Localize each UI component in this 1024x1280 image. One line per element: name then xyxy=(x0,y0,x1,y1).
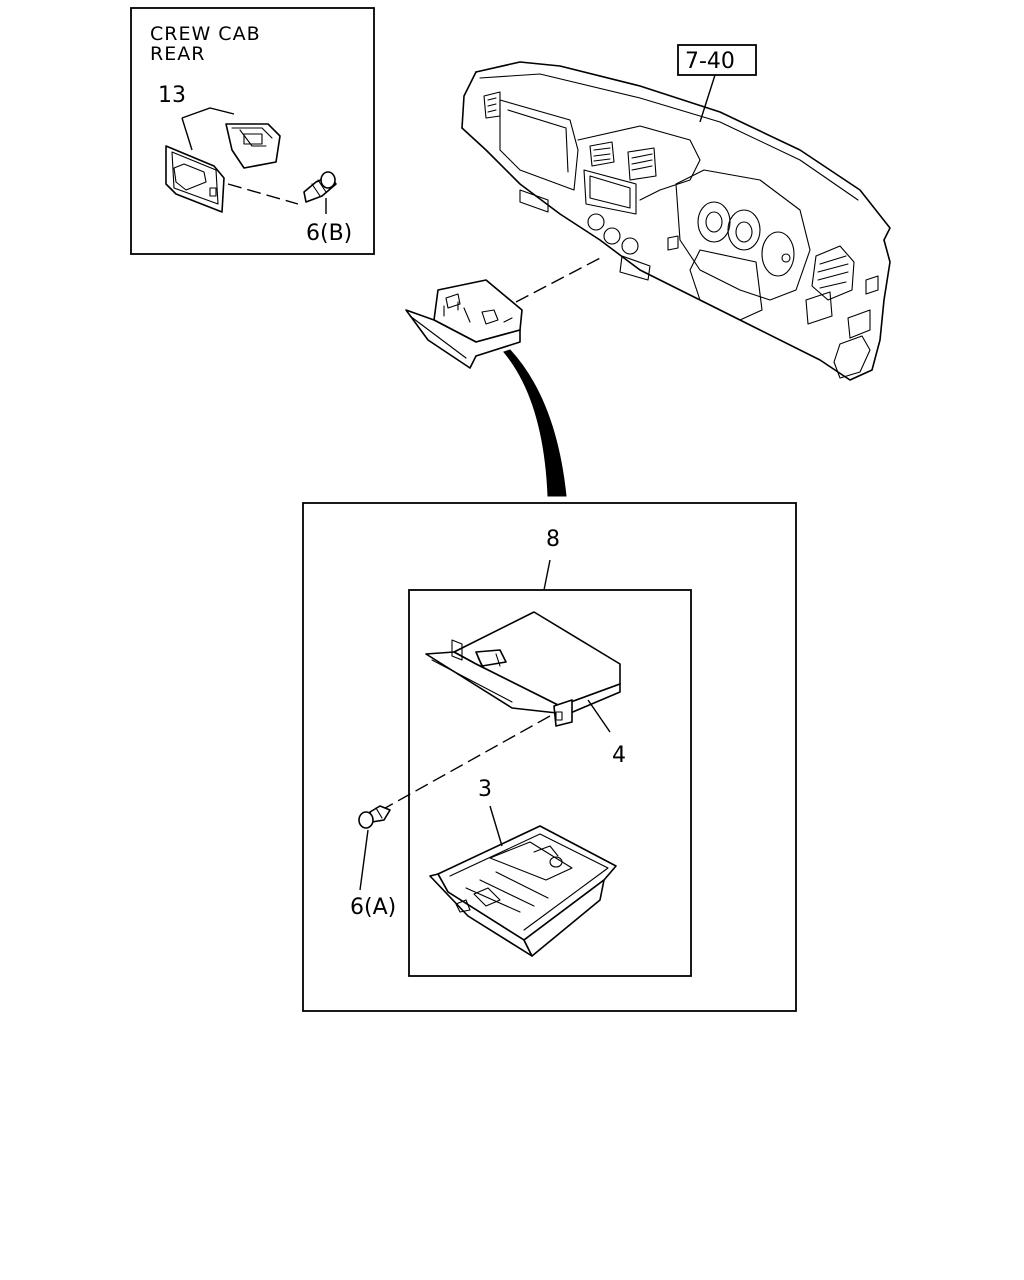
inset-frame xyxy=(130,7,375,255)
screw-6a xyxy=(358,805,391,829)
callout-6a: 6(A) xyxy=(350,895,396,920)
rear-tray-part-13 xyxy=(165,123,281,213)
hvac-knob-2 xyxy=(603,227,621,245)
callout-8: 8 xyxy=(546,527,560,552)
right-side-vent xyxy=(833,335,871,379)
center-vent-right xyxy=(627,147,657,181)
hvac-knob-3 xyxy=(621,237,639,255)
glove-box-housing-part-4 xyxy=(425,611,621,727)
callout-13: 13 xyxy=(158,83,186,108)
center-vent-left xyxy=(589,141,615,167)
instrument-panel xyxy=(461,61,891,381)
column-shroud xyxy=(689,249,763,321)
passenger-panel xyxy=(499,99,579,191)
detail-inner-frame-8 xyxy=(408,589,692,977)
cluster-hood xyxy=(675,169,811,301)
audio-unit xyxy=(583,169,637,215)
detail-view: 8 4 6(A) xyxy=(302,502,797,1012)
callout-4: 4 xyxy=(612,743,626,768)
reference-box xyxy=(677,44,757,76)
gauge-speedo xyxy=(727,209,761,251)
inset-title-line2: REAR xyxy=(150,43,205,65)
glove-box-bin-part-3 xyxy=(429,825,617,957)
glove-box-assembly-small xyxy=(405,279,523,369)
hvac-knob-1 xyxy=(587,213,605,231)
detail-callout-arrow xyxy=(503,349,567,497)
gauge-tach xyxy=(697,201,731,243)
inset-title-line1: CREW CAB xyxy=(150,23,261,45)
reference-label: 7-40 xyxy=(685,49,735,74)
crew-cab-rear-inset: CREW CAB REAR 13 6(B) xyxy=(130,7,375,255)
callout-6b: 6(B) xyxy=(306,221,352,246)
gauge-fuel xyxy=(761,231,795,277)
callout-3: 3 xyxy=(478,777,492,802)
detail-outer-frame xyxy=(302,502,797,1012)
reference-7-40: 7-40 xyxy=(677,44,757,123)
right-vent xyxy=(811,245,855,301)
glovebox-opening xyxy=(519,189,549,213)
screw-6b xyxy=(303,171,337,203)
leader-13 xyxy=(181,107,235,119)
